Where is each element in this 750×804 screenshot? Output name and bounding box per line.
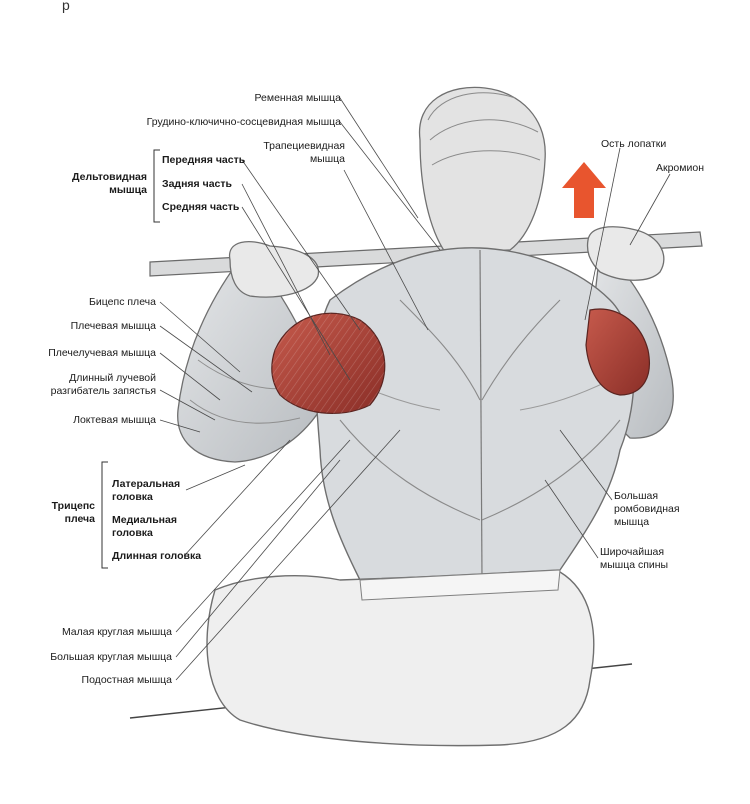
left-arm xyxy=(177,261,321,463)
leader-lines xyxy=(159,97,671,681)
torso-back xyxy=(315,247,635,581)
label-teres-major: Большая круглая мышца xyxy=(50,651,172,663)
label-infraspinatus: Подостная мышца xyxy=(81,674,172,686)
label-acromion: Акромион xyxy=(656,162,704,174)
right-hand xyxy=(586,226,665,281)
label-deltoid-rear: Задняя часть xyxy=(162,178,232,190)
label-splenius: Ременная мышца xyxy=(254,92,341,104)
deltoid-bracket xyxy=(153,149,160,223)
label-triceps-long: Длинная головка xyxy=(112,550,202,562)
head xyxy=(418,86,546,253)
label-biceps: Бицепс плеча xyxy=(89,296,156,308)
left-hand xyxy=(229,240,320,298)
right-deltoid xyxy=(585,308,650,396)
label-deltoid-front: Передняя часть xyxy=(162,154,246,166)
arrow-up-icon xyxy=(562,162,606,218)
triceps-bracket xyxy=(101,461,108,569)
label-anconeus: Локтевая мышца xyxy=(73,414,156,426)
label-sternocleidomastoid: Грудино-ключично-сосцевидная мышца xyxy=(146,116,341,128)
label-teres-minor: Малая круглая мышца xyxy=(61,626,172,638)
page-top-fragment: р xyxy=(62,0,70,13)
label-brachialis: Плечевая мышца xyxy=(70,320,156,332)
label-scapular-spine: Ость лопатки xyxy=(601,138,667,150)
label-deltoid-middle: Средняя часть xyxy=(162,201,240,213)
label-brachioradialis: Плечелучевая мышца xyxy=(48,347,156,359)
hips xyxy=(206,571,595,747)
